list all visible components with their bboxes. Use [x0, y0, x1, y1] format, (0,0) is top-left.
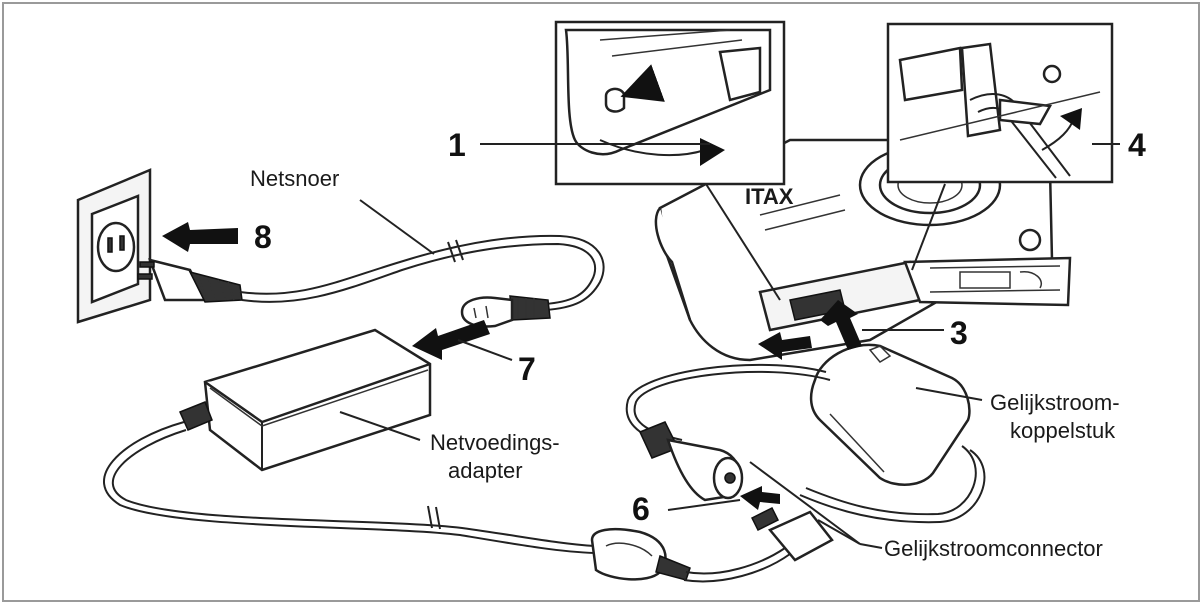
label-netvoedings-2: adapter: [448, 458, 523, 483]
leader-netsnoer: [359, 199, 435, 255]
label-netsnoer: Netsnoer: [250, 166, 339, 191]
label-gelijkstroom-koppel-1: Gelijkstroom-: [990, 390, 1120, 415]
leader-connector-a: [749, 461, 861, 545]
step-number-8: 8: [254, 219, 272, 255]
inset4-leader: [911, 183, 946, 271]
arrow-step-7: [412, 320, 490, 360]
camera-brand-text: ITAX: [745, 184, 794, 209]
power-cord: [137, 234, 605, 328]
leader-koppelstuk: [915, 387, 983, 401]
step-number-3: 3: [950, 315, 968, 351]
leader-netvoedings: [339, 411, 421, 441]
label-gelijkstroom-koppel-2: koppelstuk: [1010, 418, 1116, 443]
ac-adapter: [103, 328, 834, 583]
leader-7: [457, 339, 513, 361]
inset1-leader: [705, 183, 781, 301]
dc-coupler: [625, 343, 986, 524]
step-number-6: 6: [632, 491, 650, 527]
leader-connector-b: [817, 519, 861, 545]
label-gelijkstroomconnector: Gelijkstroomconnector: [884, 536, 1103, 561]
arrow-step-6: [740, 486, 780, 510]
arrow-step-3: [820, 300, 862, 350]
leader-6: [667, 499, 741, 511]
arrow-step-8: [162, 222, 238, 252]
inset-battery-door-slide: [554, 20, 786, 186]
inset-cable-clip: [886, 22, 1114, 184]
leader-connector-c: [859, 543, 883, 549]
step-number-1: 1: [448, 127, 466, 163]
wall-outlet: [76, 168, 152, 324]
label-netvoedings-1: Netvoedings-: [430, 430, 560, 455]
step-number-4: 4: [1128, 127, 1146, 163]
step-number-7: 7: [518, 351, 536, 387]
arrow-step-3-slide: [758, 332, 812, 360]
